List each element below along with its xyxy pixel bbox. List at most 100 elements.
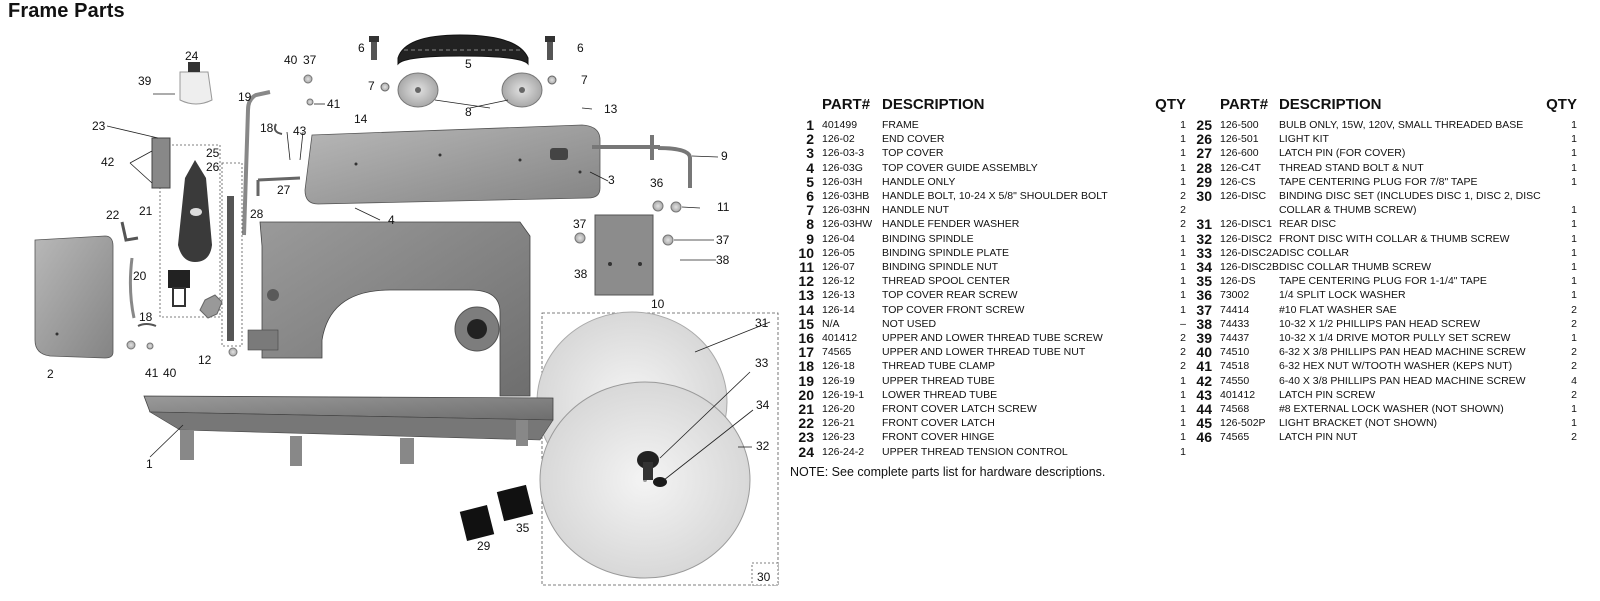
- part-description: HANDLE ONLY: [882, 175, 956, 188]
- part-qty: 1: [1571, 147, 1577, 160]
- part-qty: 1: [1180, 133, 1186, 146]
- part-qty: 2: [1180, 204, 1186, 217]
- part-number: 126-DISC2A: [1220, 246, 1279, 259]
- part-description: UPPER THREAD TENSION CONTROL: [882, 445, 1068, 458]
- part-number: 126-23: [822, 431, 855, 444]
- svg-text:10: 10: [651, 297, 665, 311]
- front-cover-latch: [120, 221, 139, 242]
- item-number: 36: [1196, 287, 1212, 304]
- part-qty: 1: [1180, 147, 1186, 160]
- item-number: 7: [806, 202, 814, 219]
- upper-thread-tube: [242, 90, 271, 236]
- svg-text:39: 39: [138, 74, 152, 88]
- part-description: FRONT COVER LATCH: [882, 417, 995, 430]
- parts-note: NOTE: See complete parts list for hardwa…: [790, 465, 1106, 479]
- item-number: 24: [798, 443, 814, 460]
- part-number: 401499: [822, 119, 858, 131]
- part-description: REAR DISC: [1278, 218, 1337, 231]
- svg-text:8: 8: [465, 105, 472, 119]
- part-number: 73002: [1220, 289, 1250, 302]
- item-number: 22: [798, 415, 814, 432]
- part-number: 401412: [822, 332, 858, 345]
- part-description: BINDING SPINDLE: [882, 232, 974, 245]
- part-qty: 1: [1180, 388, 1186, 401]
- item-number: 18: [798, 358, 814, 375]
- part-qty: 4: [1571, 374, 1577, 387]
- item-number: 19: [798, 372, 814, 389]
- item-number: 23: [798, 429, 814, 446]
- tape-centering-plug-7-8: [459, 505, 495, 541]
- part-description: 6-40 X 3/8 PHILLIPS PAN HEAD MACHINE SCR…: [1278, 374, 1526, 387]
- svg-text:20: 20: [133, 269, 147, 283]
- table-header-row: PART# DESCRIPTION QTY: [788, 96, 1186, 118]
- item-number: 38: [1196, 315, 1212, 332]
- part-number: 126-19: [822, 374, 855, 387]
- part-number: 126-600: [1220, 147, 1259, 160]
- table-header-row: PART# DESCRIPTION QTY: [1184, 96, 1577, 118]
- svg-text:18: 18: [139, 310, 153, 324]
- svg-text:6: 6: [358, 41, 365, 55]
- part-number: 74550: [1220, 374, 1250, 387]
- part-qty: 1: [1180, 161, 1186, 174]
- part-number: 126-14: [822, 303, 855, 316]
- part-number: 126-24-2: [822, 445, 865, 458]
- svg-text:43: 43: [293, 124, 307, 138]
- part-qty: 1: [1180, 403, 1186, 416]
- part-description: BINDING DISC SET (INCLUDES DISC 1, DISC …: [1278, 190, 1541, 203]
- part-description: LATCH PIN SCREW: [1278, 388, 1376, 401]
- part-qty: 1: [1180, 232, 1186, 245]
- item-number: 30: [1196, 188, 1212, 205]
- part-number: 74565: [822, 346, 852, 359]
- top-cover: [304, 124, 601, 205]
- part-description: 1/4 SPLIT LOCK WASHER: [1278, 289, 1406, 302]
- part-number: 74433: [1220, 317, 1250, 330]
- part-description: LIGHT KIT: [1278, 133, 1329, 146]
- svg-text:42: 42: [101, 155, 115, 169]
- part-qty: 2: [1180, 332, 1186, 345]
- header-description: DESCRIPTION: [882, 96, 985, 113]
- part-number: 126-18: [822, 360, 855, 373]
- header-part: PART#: [1220, 96, 1269, 113]
- svg-text:14: 14: [354, 112, 368, 126]
- svg-text:12: 12: [198, 353, 212, 367]
- svg-text:9: 9: [721, 149, 728, 163]
- part-description: TOP COVER FRONT SCREW: [882, 303, 1025, 316]
- item-number: 14: [798, 301, 814, 318]
- part-qty: [1543, 189, 1577, 203]
- svg-text:34: 34: [756, 398, 770, 412]
- part-description: UPPER THREAD TUBE: [882, 374, 995, 387]
- disc-collar: [637, 451, 659, 469]
- svg-text:24: 24: [185, 49, 199, 63]
- svg-text:1: 1: [146, 457, 153, 471]
- thread-stand-bolt: [227, 196, 234, 341]
- svg-text:37: 37: [303, 53, 317, 67]
- part-description: NOT USED: [882, 317, 937, 330]
- thread-spool-center: [199, 294, 223, 319]
- part-qty: 1: [1571, 289, 1577, 302]
- part-number: 126-02: [822, 133, 855, 146]
- svg-text:33: 33: [755, 356, 769, 370]
- part-number: 401412: [1220, 388, 1256, 401]
- part-number: 126-07: [822, 261, 855, 274]
- item-number: 29: [1196, 173, 1212, 190]
- part-number: 126-03G: [822, 161, 863, 174]
- part-description: TAPE CENTERING PLUG FOR 7/8" TAPE: [1278, 175, 1478, 188]
- part-description: 10-32 X 1/4 DRIVE MOTOR PULLY SET SCREW: [1278, 332, 1511, 345]
- lower-thread-tube: [128, 257, 136, 319]
- part-number: 126-13: [822, 289, 855, 302]
- part-description: TOP COVER REAR SCREW: [882, 289, 1018, 302]
